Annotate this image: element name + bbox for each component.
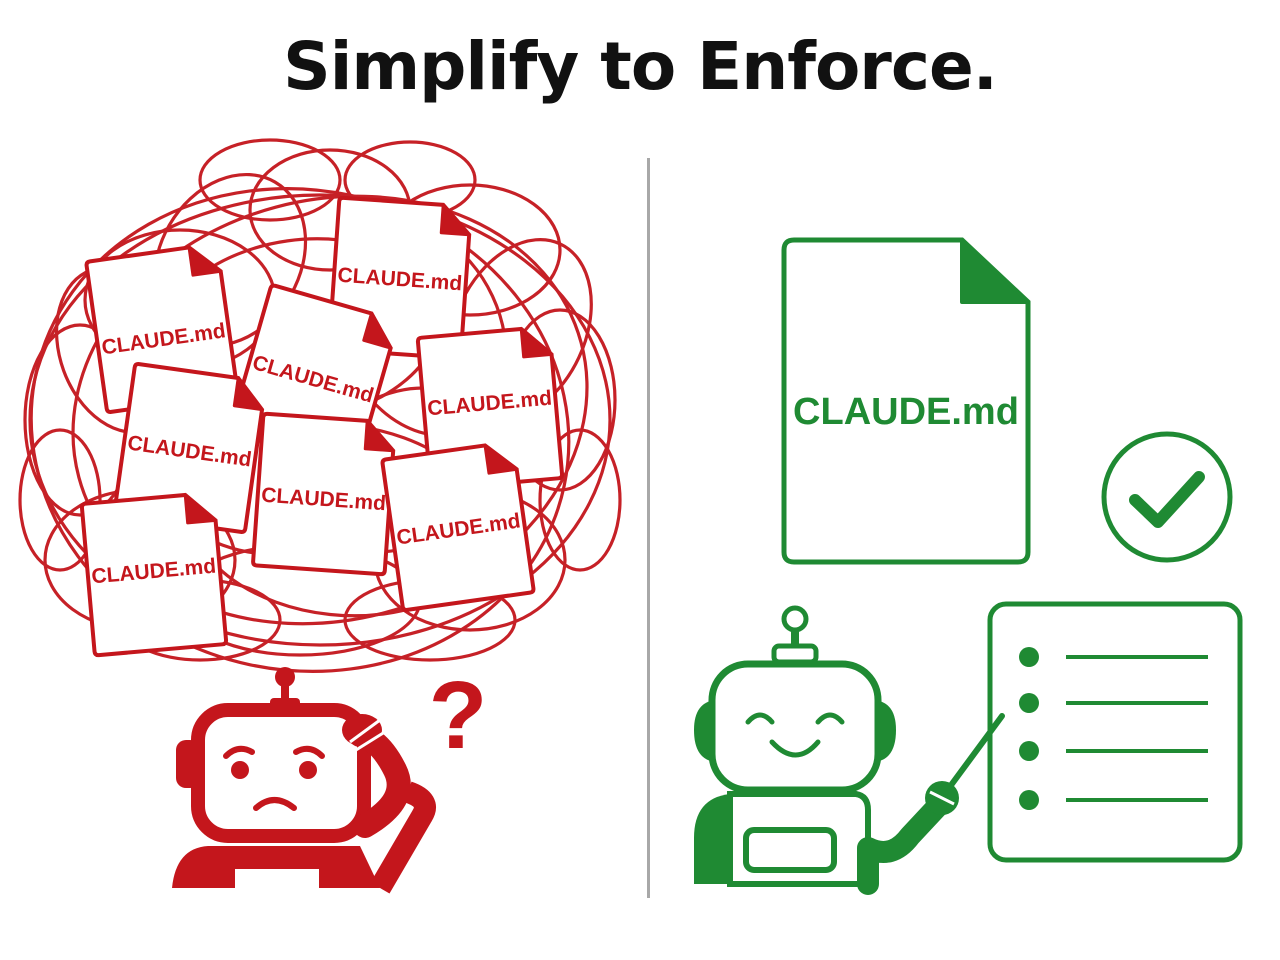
- file-icon: CLAUDE.md: [781, 237, 1031, 565]
- file-label: CLAUDE.md: [793, 391, 1019, 433]
- checkmark-icon: [1101, 431, 1233, 563]
- checklist-board-icon: [987, 601, 1243, 863]
- file-icon: CLAUDE.md: [250, 411, 398, 577]
- file-icon: CLAUDE.md: [84, 241, 240, 415]
- file-icon: CLAUDE.md: [227, 282, 401, 470]
- confused-robot-icon: [172, 667, 436, 894]
- file-icon: CLAUDE.md: [326, 195, 474, 361]
- file-icon: CLAUDE.md: [415, 324, 565, 492]
- happy-robot-icon: [694, 605, 959, 895]
- file-icon: CLAUDE.md: [79, 490, 229, 658]
- file-icon: CLAUDE.md: [380, 439, 536, 613]
- pointer-icon: [943, 713, 1005, 795]
- page-title: Simplify to Enforce.: [283, 28, 998, 105]
- file-icon: CLAUDE.md: [112, 361, 268, 535]
- question-mark-icon: ?: [429, 662, 488, 769]
- divider: [647, 158, 650, 898]
